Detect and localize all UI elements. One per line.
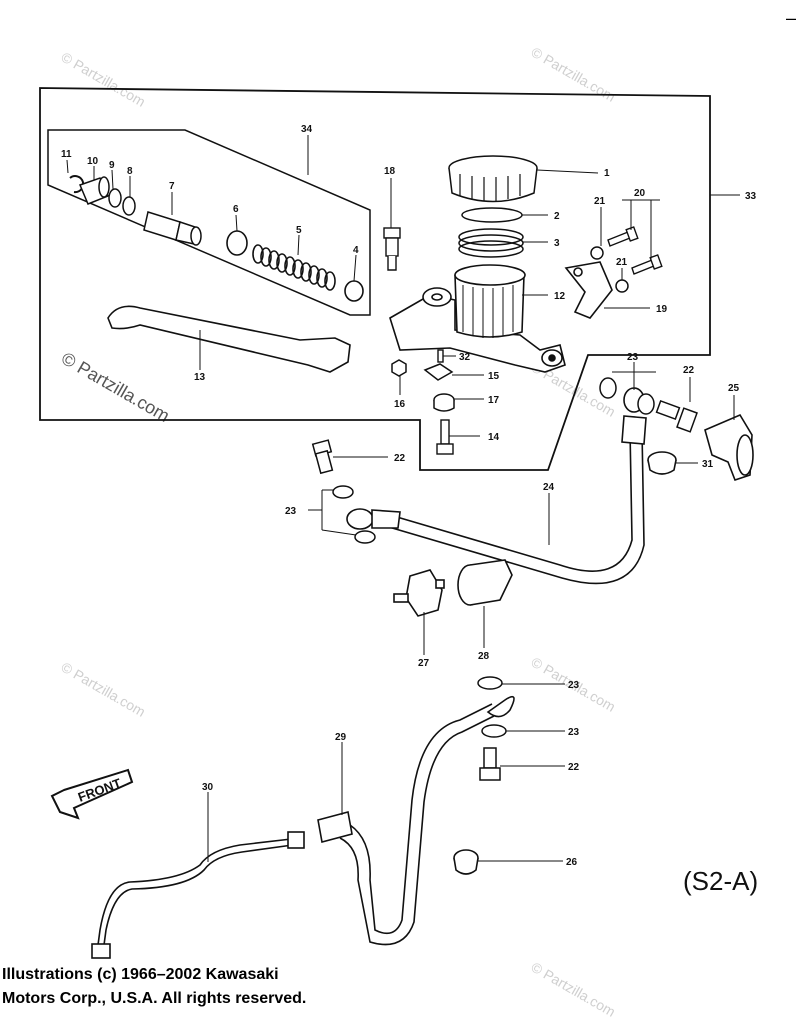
clutch-switch — [393, 569, 445, 617]
banjo-washer — [332, 485, 354, 499]
callout-28: 28 — [478, 651, 490, 662]
circlip — [69, 175, 85, 194]
seal — [108, 188, 122, 208]
copyright-line-2: Motors Corp., U.S.A. All rights reserved… — [2, 990, 307, 1007]
callout-20: 20 — [634, 188, 646, 199]
callout-26: 26 — [566, 857, 578, 868]
callout-31: 31 — [702, 459, 714, 470]
clutch-pipe — [91, 831, 305, 959]
callout-1: 1 — [604, 168, 610, 179]
callout-23: 23 — [568, 680, 580, 691]
callout-22: 22 — [683, 365, 695, 376]
watermark-text: © Partzilla.com — [529, 959, 619, 1018]
primary-cup — [226, 230, 248, 256]
callout-27: 27 — [418, 658, 430, 669]
secondary-cup — [344, 280, 364, 302]
callout-6: 6 — [233, 204, 239, 215]
callout-33: 33 — [745, 191, 757, 202]
callout-2: 2 — [554, 211, 560, 222]
callout-18: 18 — [384, 166, 396, 177]
callout-34: 34 — [301, 124, 313, 135]
copyright-line-1: Illustrations (c) 1966–2002 Kawasaki — [2, 966, 279, 983]
callout-24: 24 — [543, 482, 555, 493]
callout-19: 19 — [656, 304, 668, 315]
callout-15: 15 — [488, 371, 500, 382]
assembly-frame-33 — [39, 87, 711, 471]
banjo-bolt — [479, 747, 501, 781]
callout-22: 22 — [568, 762, 580, 773]
watermark-text: © Partzilla.com — [58, 348, 173, 426]
callout-23: 23 — [627, 352, 639, 363]
callout-30: 30 — [202, 782, 214, 793]
diagram-code: (S2-A) — [683, 866, 759, 896]
callout-23: 23 — [285, 506, 297, 517]
callout-7: 7 — [169, 181, 175, 192]
callout-21: 21 — [594, 196, 606, 207]
clutch-hose-upper — [346, 387, 647, 585]
copyright-notice: Illustrations (c) 1966–2002 Kawasaki Mot… — [2, 963, 462, 1011]
callout-5: 5 — [296, 225, 302, 236]
diaphragm-plate — [461, 207, 523, 223]
callout-10: 10 — [87, 156, 99, 167]
clamp-bolt — [607, 226, 663, 275]
washer — [590, 246, 604, 260]
callout-13: 13 — [194, 372, 206, 383]
reservoir-cap — [448, 155, 538, 203]
grommet — [453, 849, 479, 875]
callout-11: 11 — [61, 149, 72, 160]
callout-4: 4 — [353, 245, 359, 256]
washer — [615, 279, 629, 293]
bleed-nut — [433, 393, 455, 412]
top-right-mark: – — [786, 8, 797, 28]
callout-16: 16 — [394, 399, 406, 410]
seal — [122, 196, 136, 216]
front-direction-arrow: FRONT — [50, 768, 134, 820]
callout-14: 14 — [488, 432, 500, 443]
rubber-cap — [704, 413, 754, 481]
adjuster-bolt — [436, 419, 454, 455]
callout-25: 25 — [728, 383, 740, 394]
stopper — [78, 176, 110, 205]
clutch-lever — [107, 305, 351, 373]
banjo-washer — [481, 724, 507, 738]
callout-23: 23 — [568, 727, 580, 738]
callout-17: 17 — [488, 395, 500, 406]
master-cylinder-body — [389, 264, 566, 373]
diaphragm-seal — [458, 228, 524, 258]
callout-3: 3 — [554, 238, 560, 249]
callout-12: 12 — [554, 291, 566, 302]
pivot-bolt — [383, 227, 401, 271]
watermark-text: © Partzilla.com — [59, 659, 149, 720]
callout-21: 21 — [616, 257, 628, 268]
switch-boot — [457, 559, 513, 606]
piston — [143, 211, 202, 246]
handlebar-clamp — [564, 261, 613, 319]
kit-frame-34 — [47, 129, 371, 316]
banjo-bolt — [655, 399, 698, 433]
lever-nut — [391, 359, 407, 377]
banjo-washer — [599, 377, 617, 399]
pin — [437, 349, 444, 363]
banjo-washer — [354, 530, 376, 544]
lock-washer — [423, 363, 454, 381]
grommet — [647, 451, 677, 475]
return-spring — [252, 244, 336, 291]
banjo-bolt — [311, 439, 334, 475]
callout-32: 32 — [459, 352, 471, 363]
banjo-washer — [477, 676, 503, 690]
leader-lines — [66, 135, 740, 862]
callout-29: 29 — [335, 732, 347, 743]
callout-numbers: 1 2 3 4 5 6 7 8 9 10 11 12 13 14 15 16 1… — [61, 124, 757, 868]
callout-8: 8 — [127, 166, 133, 177]
clutch-hose-lower — [317, 695, 515, 946]
banjo-washer — [637, 393, 655, 415]
callout-9: 9 — [109, 160, 115, 171]
callout-22: 22 — [394, 453, 406, 464]
watermark-text: © Partzilla.com — [59, 49, 149, 110]
